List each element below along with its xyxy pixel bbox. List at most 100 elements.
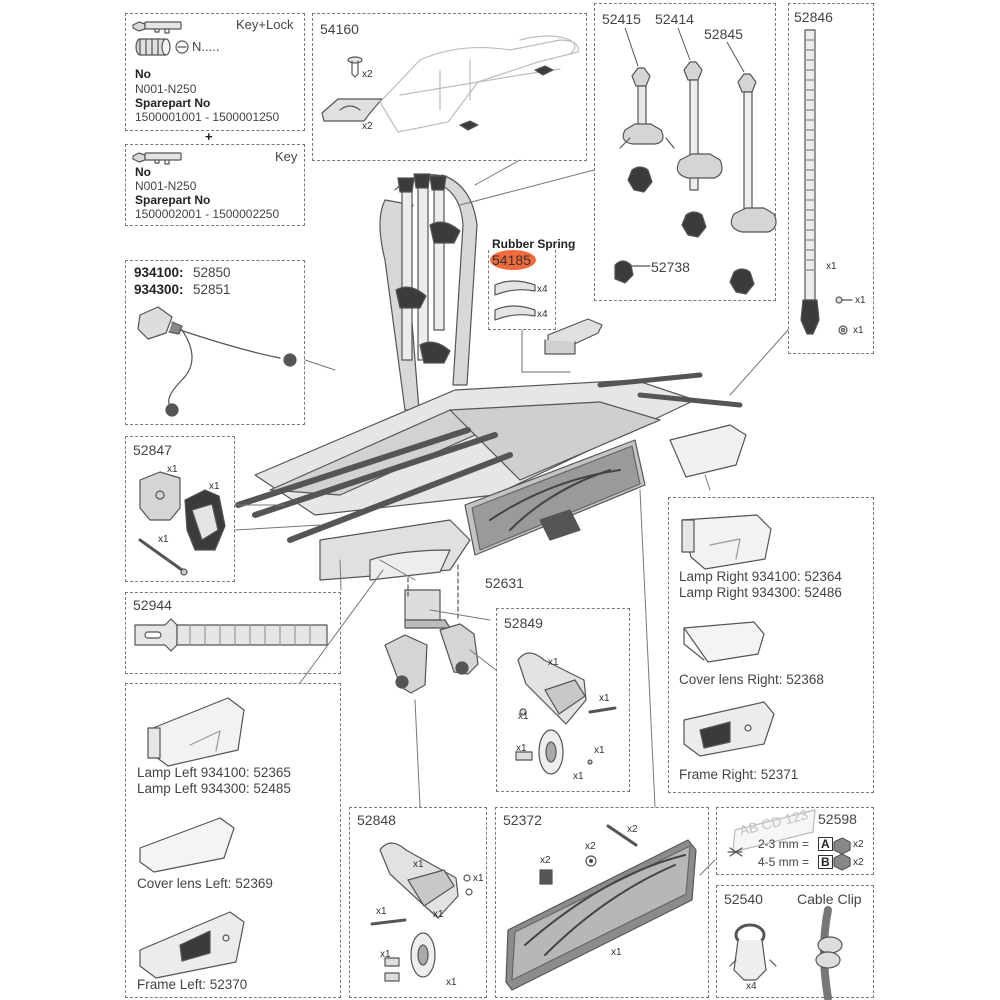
hinge-bracket-52847-icon <box>140 472 225 575</box>
arm-52414-icon <box>677 62 722 237</box>
key-spare-value: 1500002001 - 1500002250 <box>135 207 280 221</box>
keylock-no-value: N001-N250 <box>135 82 197 96</box>
part-54160: 54160 <box>320 21 359 37</box>
part-54185: 54185 <box>492 252 531 268</box>
lamp-right-icon <box>682 515 771 569</box>
qty-52848-a: x1 <box>413 859 424 870</box>
part-52738: 52738 <box>651 259 690 275</box>
panel-52540 <box>716 885 874 998</box>
long-strap-icon <box>801 30 819 334</box>
clip-pad-icon <box>535 66 553 75</box>
bolt-icon <box>348 57 362 77</box>
clip-pad-icon-2 <box>460 121 478 130</box>
arm-52415-icon <box>620 68 674 192</box>
frame-right: Frame Right: 52371 <box>679 767 799 782</box>
rubber-spring-title: Rubber Spring <box>492 237 576 251</box>
key-icon-2 <box>133 153 181 164</box>
clip-52540-icon <box>730 925 776 980</box>
wheel-leg-52849-icon <box>516 653 615 774</box>
qty-54185-a: x4 <box>537 284 548 295</box>
arm-52845-icon <box>730 74 776 294</box>
bike-carrier-main <box>238 174 746 580</box>
panel-52372 <box>495 807 709 998</box>
cover-lens-left: Cover lens Left: 52369 <box>137 876 273 891</box>
panel-52944 <box>125 592 341 674</box>
cable-model-1: 934100: <box>134 265 184 280</box>
qty-54185-b: x4 <box>537 309 548 320</box>
panel-cable <box>125 260 305 425</box>
qty-52848-e: x1 <box>380 949 391 960</box>
panel-52598 <box>716 807 874 875</box>
number-plate-icon <box>728 810 815 856</box>
part-52848: 52848 <box>357 812 396 828</box>
qty-52849-a: x1 <box>548 657 559 668</box>
panel-52848 <box>349 807 487 998</box>
rubber-spring-icon-2 <box>495 306 535 320</box>
cable-part-1: 52850 <box>193 265 231 280</box>
cover-lens-left-icon <box>140 818 234 872</box>
spacer-b-letter: B <box>818 855 833 869</box>
part-52540: 52540 <box>724 891 763 907</box>
lamp-left-934300: Lamp Left 934300: 52485 <box>137 781 291 796</box>
lamp-right-934300: Lamp Right 934300: 52486 <box>679 585 842 600</box>
plus-sign: + <box>205 129 213 144</box>
cable-model-2: 934300: <box>134 282 184 297</box>
panel-right-parts <box>668 497 874 793</box>
keylock-title: Key+Lock <box>236 17 294 32</box>
qty-52598-b: x2 <box>853 857 864 868</box>
qty-52848-d: x1 <box>433 909 444 920</box>
bracket-plate-icon <box>322 99 382 121</box>
qty-52849-f: x1 <box>573 771 584 782</box>
qty-54160-plate: x2 <box>362 121 373 132</box>
frame-left-icon <box>140 912 244 978</box>
qty-52372-a: x2 <box>540 855 551 866</box>
qty-52846-strap: x1 <box>826 261 837 272</box>
key-no-label: No <box>135 165 151 179</box>
key-panel <box>125 144 305 226</box>
qty-52540: x4 <box>746 981 757 992</box>
key-title: Key <box>275 149 298 164</box>
qty-52846-screw: x1 <box>855 295 866 306</box>
qty-52849-b: x1 <box>599 693 610 704</box>
cable-clip-title: Cable Clip <box>797 891 862 907</box>
lamp-right-934100: Lamp Right 934100: 52364 <box>679 569 842 584</box>
qty-52372-b: x2 <box>585 841 596 852</box>
spacer-b-icon <box>834 854 850 870</box>
washer-icon <box>839 326 847 334</box>
qty-52372-c: x2 <box>627 824 638 835</box>
spacer-a-letter: A <box>818 837 833 851</box>
rack-head-sketch <box>380 36 578 132</box>
lock-handle-icon <box>545 319 602 354</box>
spacer-a-size: 2-3 mm = <box>758 837 810 851</box>
lamp-left-icon <box>148 698 244 766</box>
part-52414: 52414 <box>655 11 694 27</box>
panel-54160 <box>312 13 587 161</box>
key-icon <box>133 22 181 33</box>
cable-clip-icon <box>816 910 842 998</box>
lock-cylinder-icon <box>136 39 188 55</box>
screw-icon <box>836 297 852 303</box>
qty-52847-c: x1 <box>158 534 169 545</box>
part-52845: 52845 <box>704 26 743 42</box>
part-52598: 52598 <box>818 811 857 827</box>
qty-52848-f: x1 <box>446 977 457 988</box>
part-52372: 52372 <box>503 812 542 828</box>
keylock-panel <box>125 13 305 131</box>
qty-52848-b: x1 <box>473 873 484 884</box>
qty-52849-d: x1 <box>516 743 527 754</box>
panel-pegs <box>594 3 776 301</box>
part-52944: 52944 <box>133 597 172 613</box>
part-52631: 52631 <box>485 575 524 591</box>
cover-lens-right: Cover lens Right: 52368 <box>679 672 824 687</box>
qty-52372-d: x1 <box>611 947 622 958</box>
panel-52847 <box>125 436 235 582</box>
frame-right-icon <box>684 702 774 756</box>
leg-assembly-52631-icon <box>385 565 478 693</box>
leader-lines <box>235 160 788 875</box>
part-52415: 52415 <box>602 11 641 27</box>
qty-52847-a: x1 <box>167 464 178 475</box>
highlight-ellipse <box>490 250 536 270</box>
qty-52598-a: x2 <box>853 839 864 850</box>
key-spare-label: Sparepart No <box>135 193 211 207</box>
